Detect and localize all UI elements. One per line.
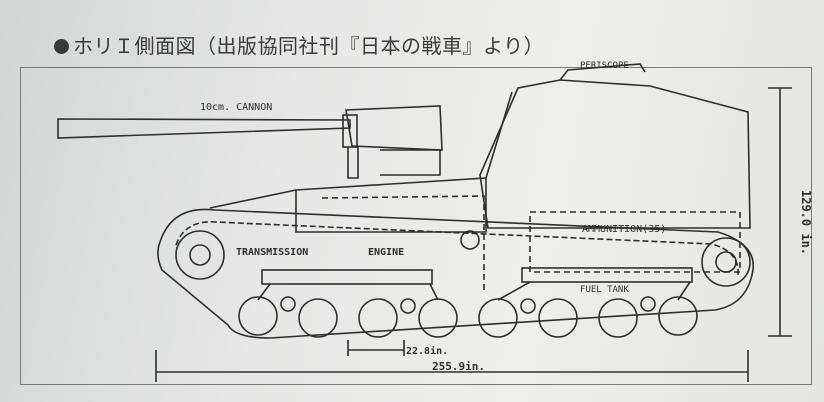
engine-compartment [321,195,485,290]
road-wheel-2 [298,298,338,338]
casemate-inner-line [485,91,513,179]
engine-label: ENGINE [368,247,404,258]
cannon-label: 10cm. CANNON [200,102,272,113]
wheel-spacing-dimension [347,340,405,356]
figure-frame [20,67,812,385]
gun-support [347,147,359,179]
return-roller-4 [640,296,656,312]
road-wheel-8 [658,296,698,336]
return-roller-3 [520,298,536,314]
fuel-tank-label: FUEL TANK [580,285,629,295]
suspension-links [257,281,691,301]
periscope-post [342,114,358,148]
hull-deck [209,189,297,209]
drive-sprocket [175,230,225,280]
return-roller-1 [280,296,296,312]
periscope-label: PERISCOPE [580,61,629,71]
height-label: 129.0 in. [799,190,813,255]
suspension-front [261,269,433,285]
drive-sprocket-hub [189,244,211,266]
hull-upper [295,177,487,233]
idler-wheel [701,237,751,287]
figure-caption: ホリＩ側面図（出版協同社刊『日本の戦車』より） [54,30,544,59]
ammunition-label: AMMUNITION(35) [582,224,666,235]
road-wheel-4 [418,298,458,338]
hatch-circle [460,230,480,250]
wheel-spacing-label: 22.8in. [406,345,448,357]
road-wheel-7 [598,298,638,338]
road-wheel-1 [238,296,278,336]
road-wheel-6 [538,298,578,338]
ammunition-compartment [529,211,741,273]
road-wheel-3 [358,298,398,338]
gun-mantlet [345,105,443,151]
transmission-label: TRANSMISSION [236,247,308,258]
casemate [479,79,751,229]
gun-barrel [57,118,351,139]
height-dimension-line [768,87,792,337]
road-wheel-5 [478,298,518,338]
bullet-icon [54,39,69,54]
periscope [559,63,646,81]
track-outline [157,208,754,339]
idler-hub [715,251,737,273]
length-label: 255.9in. [432,360,485,373]
breech-block [380,149,441,176]
return-roller-2 [400,298,416,314]
suspension-rear [521,267,693,283]
caption-text: ホリＩ側面図（出版協同社刊『日本の戦車』より） [73,34,545,58]
length-dimension-line [155,350,749,382]
